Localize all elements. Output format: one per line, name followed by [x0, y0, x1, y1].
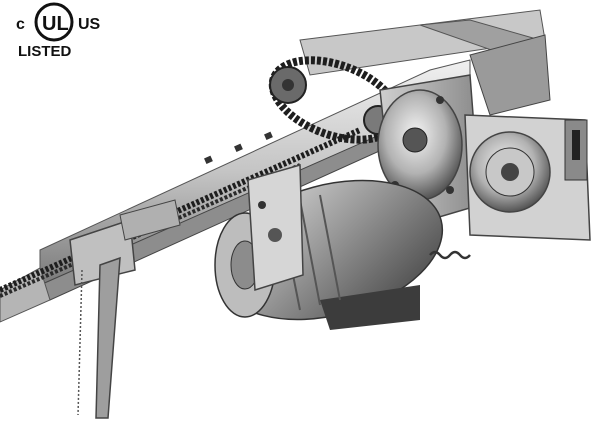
brake-pulley: [464, 114, 591, 241]
ul-listed-logo: c UL US LISTED: [16, 2, 101, 60]
trolley-release-arm: [69, 199, 181, 419]
ul-c-letter: c: [16, 16, 25, 33]
ul-listed-label: LISTED: [18, 43, 72, 60]
ul-mark-letters: UL: [42, 13, 69, 35]
ul-us-letters: US: [78, 16, 101, 33]
coil-spring: [429, 250, 471, 260]
mounting-bracket: [247, 164, 304, 292]
